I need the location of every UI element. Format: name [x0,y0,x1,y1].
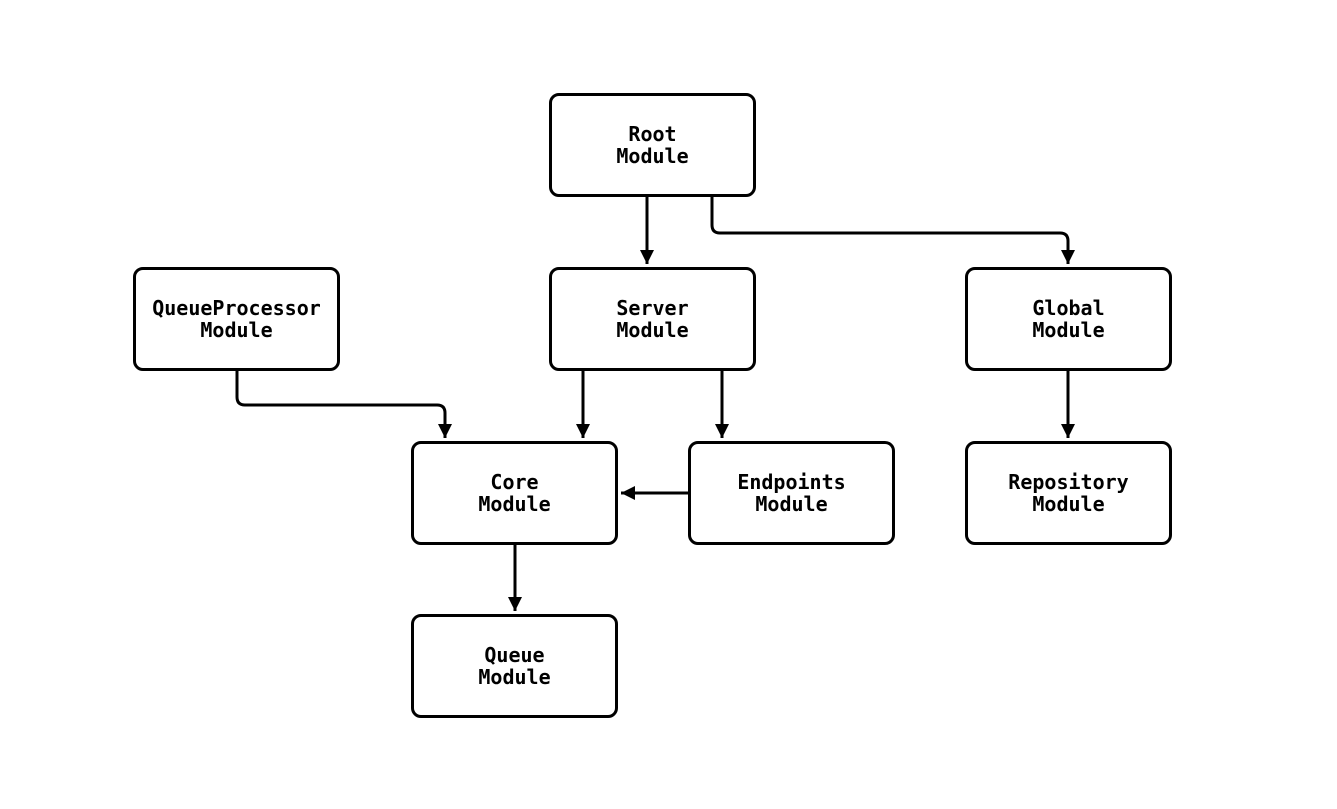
edge-queueprocessor-to-core [235,371,452,438]
node-queueprocessor-module: QueueProcessor Module [133,267,340,371]
node-global-module: Global Module [965,267,1172,371]
node-queue-module: Queue Module [411,614,618,718]
node-core-module: Core Module [411,441,618,545]
node-root-module: Root Module [549,93,756,197]
node-repository-module: Repository Module [965,441,1172,545]
node-server-module: Server Module [549,267,756,371]
edge-root-to-global [710,197,1075,264]
node-endpoints-module: Endpoints Module [688,441,895,545]
